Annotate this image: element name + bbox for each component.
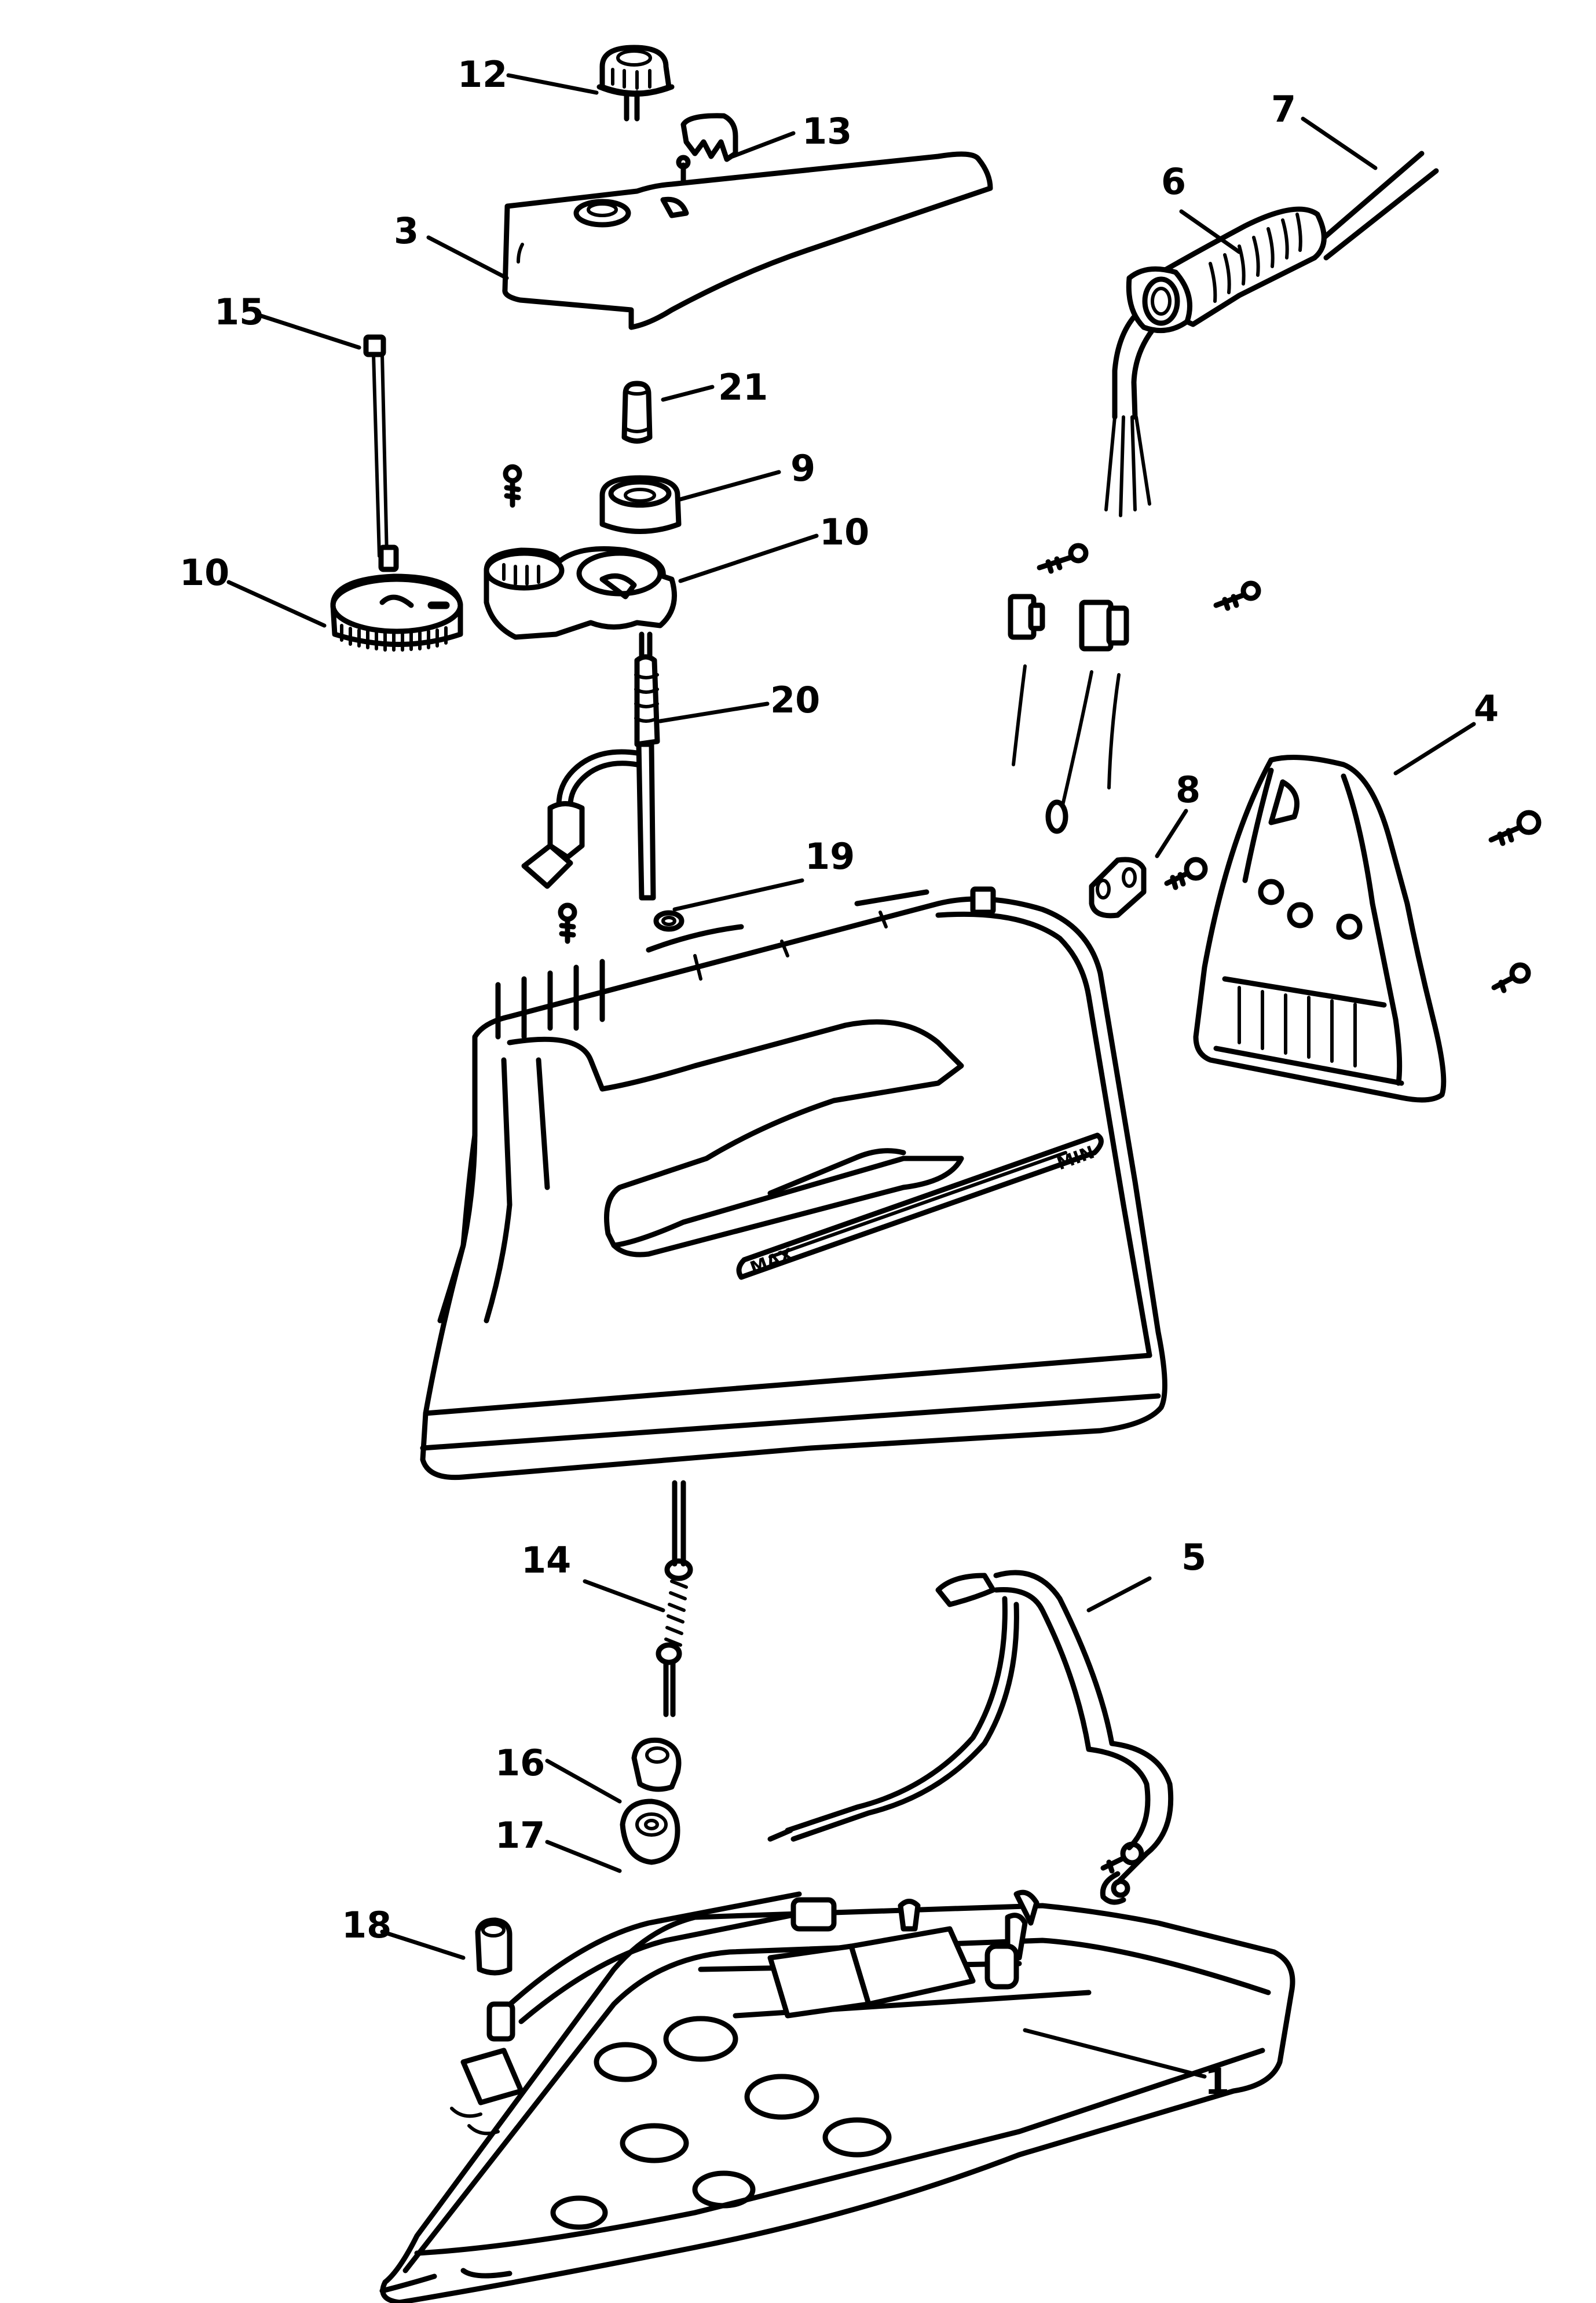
leader-4	[1393, 722, 1476, 776]
label-part-13: 13	[802, 110, 852, 152]
label-part-9: 9	[790, 447, 815, 489]
leader-14	[583, 1579, 665, 1613]
label-part-20: 20	[770, 679, 820, 721]
part-14-valve-rod	[656, 1480, 693, 1717]
part-9-spray-button	[599, 475, 682, 534]
leader-5	[1086, 1576, 1152, 1613]
leader-17	[545, 1840, 622, 1873]
part-5-wire-lead	[767, 1570, 1174, 1905]
leader-6	[1179, 209, 1242, 254]
leader-18	[380, 1929, 466, 1960]
leader-15	[258, 313, 361, 350]
part-3-handle-cover	[502, 151, 993, 330]
part-20-spray-pump	[521, 631, 660, 901]
label-part-18: 18	[342, 1904, 391, 1946]
part-17-grommet	[620, 1798, 680, 1865]
leader-10b	[678, 533, 819, 583]
label-part-7: 7	[1271, 88, 1296, 130]
leader-13	[730, 131, 796, 159]
label-part-17: 17	[495, 1814, 545, 1856]
label-part-15: 15	[214, 291, 264, 333]
label-part-21: 21	[718, 366, 768, 408]
part-21-plunger	[621, 381, 653, 444]
leader-10a	[226, 580, 327, 628]
label-part-3: 3	[394, 210, 419, 252]
part-19-o-ring	[653, 910, 684, 932]
leader-1	[1023, 2028, 1207, 2079]
terminal-block-right	[1079, 599, 1129, 652]
part-15-link-rod	[363, 334, 399, 572]
leader-19	[672, 878, 804, 912]
screw-rear-upper	[1488, 810, 1542, 846]
label-part-8: 8	[1176, 769, 1200, 811]
part-10-dial-housing	[484, 546, 677, 640]
terminal-block-left	[1008, 594, 1045, 640]
leader-16	[545, 1759, 622, 1804]
label-part-10-housing: 10	[819, 511, 869, 553]
leader-21	[661, 385, 715, 402]
screw-rear-lower	[1491, 962, 1531, 993]
leader-lines	[226, 73, 1476, 2079]
screw-clamp	[1164, 857, 1208, 890]
lead-wires	[1012, 664, 1121, 834]
part-number-labels: 12 13 3 15 21 9 10 10 20 19 8 4 6 7 14 5…	[180, 53, 1499, 2103]
screw-terminal-left	[1037, 543, 1089, 574]
leader-7	[1301, 116, 1378, 170]
screw-lead	[1100, 1841, 1144, 1874]
leader-12	[506, 73, 599, 95]
label-part-6: 6	[1161, 160, 1186, 203]
leader-8	[1155, 809, 1188, 858]
screw-terminal-right	[1213, 580, 1261, 611]
leader-9	[678, 470, 781, 502]
part-1-soleplate	[379, 1889, 1295, 2303]
label-part-10-dial: 10	[180, 551, 229, 594]
leader-3	[426, 235, 509, 280]
label-part-4: 4	[1474, 688, 1499, 730]
part-6-cord-protector	[1104, 206, 1327, 517]
part-7-power-cord	[1315, 151, 1439, 261]
iron-housing: MAX MIN	[420, 886, 1167, 1480]
part-4-rear-cover	[1193, 755, 1447, 1103]
screw-mid-left	[558, 902, 577, 944]
part-16-valve-seat	[631, 1737, 682, 1792]
part-18-bushing	[475, 1917, 513, 1976]
label-part-1: 1	[1205, 2060, 1229, 2103]
part-12-steam-knob	[596, 45, 675, 122]
part-10-temperature-dial	[330, 573, 463, 652]
label-part-19: 19	[805, 835, 855, 878]
label-part-14: 14	[521, 1539, 571, 1581]
label-part-16: 16	[495, 1742, 545, 1784]
leader-20	[658, 701, 770, 723]
screw-upper-left	[503, 464, 522, 508]
label-part-12: 12	[457, 53, 507, 96]
label-part-5: 5	[1181, 1536, 1206, 1578]
part-13-clip	[676, 113, 738, 188]
part-8-cord-clamp	[1089, 857, 1147, 919]
